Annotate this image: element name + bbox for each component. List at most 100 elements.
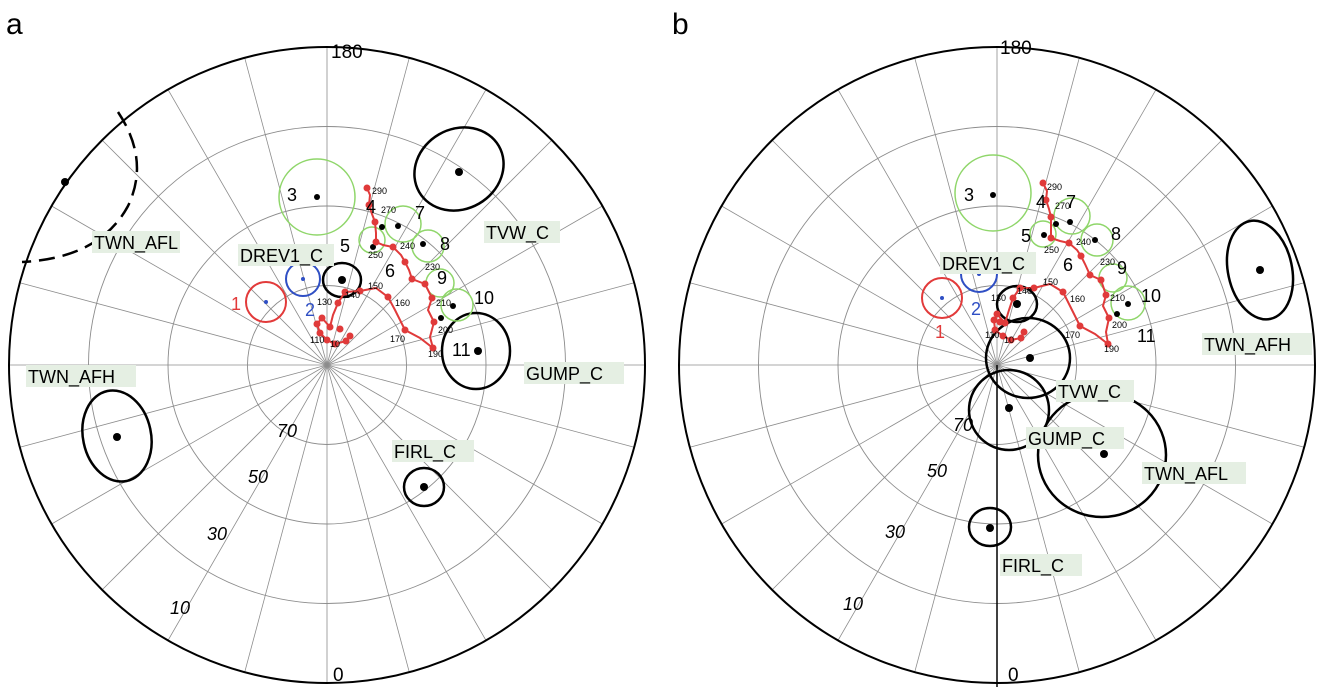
path-point bbox=[1076, 322, 1084, 330]
site-ellipses-b bbox=[967, 219, 1295, 548]
label-bg bbox=[92, 231, 180, 253]
mean-dot-2-a bbox=[301, 277, 305, 281]
number-7-a: 7 bbox=[415, 203, 425, 223]
label-bg bbox=[238, 244, 334, 266]
number-2-b: 2 bbox=[971, 299, 981, 319]
ring-label-70-b: 70 bbox=[953, 415, 973, 435]
mean-dot-7-a bbox=[395, 223, 401, 229]
label-bg bbox=[1142, 462, 1246, 484]
site-label-tvw-c-a: TVW_C bbox=[486, 223, 549, 244]
ellipse-firl-c-b bbox=[967, 506, 1013, 548]
path-point bbox=[990, 316, 998, 324]
ellipse-drev1-c-b bbox=[995, 284, 1039, 324]
path-point bbox=[1007, 336, 1015, 344]
mean-dot-twn-afl-a bbox=[61, 178, 69, 186]
path-point bbox=[1047, 213, 1055, 221]
mean-dot-twn-afh-a bbox=[113, 433, 121, 441]
mean-dot-5-b bbox=[1041, 232, 1047, 238]
path-point bbox=[991, 326, 999, 334]
age-labels-b: 290 270 250 240 230 210 200 190 170 160 … bbox=[985, 182, 1127, 354]
path-point bbox=[1097, 276, 1105, 284]
path-point bbox=[1104, 340, 1112, 348]
mean-dot-gump-c-a bbox=[474, 347, 482, 355]
age-label-210-b: 210 bbox=[1110, 293, 1125, 303]
site-label-twn-afl-b: TWN_AFL bbox=[1144, 464, 1228, 485]
number-3-a: 3 bbox=[287, 185, 297, 205]
mean-dot-firl-c-a bbox=[420, 483, 428, 491]
mean-dot-11-b bbox=[1114, 311, 1120, 317]
age-label-140-a: 140 bbox=[345, 290, 360, 300]
site-ellipses-a bbox=[81, 126, 512, 508]
mean-dot-drev1-c-b bbox=[1013, 300, 1021, 308]
green-circle-8-a bbox=[411, 229, 445, 263]
age-label-240-a: 240 bbox=[400, 241, 415, 251]
number-7-b: 7 bbox=[1066, 192, 1076, 212]
ellipse-twn-afh-b bbox=[1225, 219, 1295, 321]
path-point bbox=[401, 258, 409, 266]
number-5-b: 5 bbox=[1021, 226, 1031, 246]
number-1-a: 1 bbox=[231, 294, 241, 314]
label-bg bbox=[1056, 380, 1134, 402]
site-label-tvw-c-b: TVW_C bbox=[1058, 382, 1121, 403]
age-label-290-a: 290 bbox=[372, 186, 387, 196]
ring-label-30-a: 30 bbox=[207, 524, 227, 544]
panel-letter-b: b bbox=[672, 8, 689, 41]
age-label-170-b: 170 bbox=[1065, 330, 1080, 340]
green-circles-b bbox=[954, 154, 1146, 321]
red-circle-1-a bbox=[245, 281, 287, 323]
path-point bbox=[1077, 252, 1085, 260]
path-point bbox=[336, 325, 344, 333]
site-label-gump-c-b: GUMP_C bbox=[1028, 429, 1105, 450]
age-label-190-a: 190 bbox=[428, 349, 443, 359]
mean-dot-1-b bbox=[940, 296, 944, 300]
age-label-230-a: 230 bbox=[425, 262, 440, 272]
path-point bbox=[1016, 284, 1024, 292]
ellipse-tvw-c-a bbox=[413, 126, 505, 212]
path-point bbox=[372, 238, 380, 246]
mean-dot-8-a bbox=[420, 241, 426, 247]
mean-dot-10-a bbox=[450, 303, 456, 309]
number-10-b: 10 bbox=[1141, 286, 1161, 306]
path-point bbox=[363, 184, 371, 192]
ellipse-gump-c-a bbox=[440, 311, 512, 391]
number-8-b: 8 bbox=[1111, 224, 1121, 244]
mean-dot-4-a bbox=[379, 224, 385, 230]
number-5-a: 5 bbox=[340, 236, 350, 256]
path-point bbox=[334, 299, 342, 307]
path-point bbox=[993, 310, 1001, 318]
mean-dot-5-a bbox=[370, 244, 376, 250]
site-labels-b: DREV1_C TWN_AFH TVW_C GUMP_C TWN_AFL FIR… bbox=[940, 252, 1312, 577]
label-bg bbox=[392, 440, 474, 462]
path-point bbox=[389, 243, 397, 251]
grid-ring bbox=[247, 285, 407, 445]
ring-label-10-b: 10 bbox=[843, 594, 863, 614]
mean-dot-3-b bbox=[990, 192, 996, 198]
path-point bbox=[421, 280, 429, 288]
path-point bbox=[316, 329, 324, 337]
path-point bbox=[1065, 239, 1073, 247]
path-point bbox=[1009, 294, 1017, 302]
mean-dot-twn-afl-b bbox=[1100, 450, 1108, 458]
number-9-b: 9 bbox=[1117, 258, 1127, 278]
grid-ring bbox=[167, 205, 487, 525]
ellipse-twn-afh-a bbox=[81, 389, 153, 483]
number-4-a: 4 bbox=[366, 197, 376, 217]
number-3-b: 3 bbox=[964, 185, 974, 205]
age-label-10-a: 10 bbox=[330, 339, 340, 349]
mean-dot-11-a bbox=[438, 315, 444, 321]
label-180-b: 180 bbox=[1000, 38, 1032, 59]
age-label-110-b: 110 bbox=[985, 330, 999, 340]
age-label-240-b: 240 bbox=[1076, 237, 1091, 247]
green-circle-5-a bbox=[358, 226, 386, 254]
path-point bbox=[1086, 271, 1094, 279]
green-circle-7-a bbox=[384, 205, 422, 243]
path-point bbox=[999, 332, 1007, 340]
path-point bbox=[1039, 179, 1047, 187]
age-label-170-a: 170 bbox=[390, 334, 405, 344]
ring-label-50-a: 50 bbox=[248, 467, 268, 487]
site-label-twn-afl-a: TWN_AFL bbox=[94, 233, 178, 254]
panel-letter-a: a bbox=[6, 8, 23, 41]
number-9-a: 9 bbox=[437, 268, 447, 288]
site-label-gump-c-a: GUMP_C bbox=[526, 364, 603, 385]
path-point bbox=[313, 320, 321, 328]
